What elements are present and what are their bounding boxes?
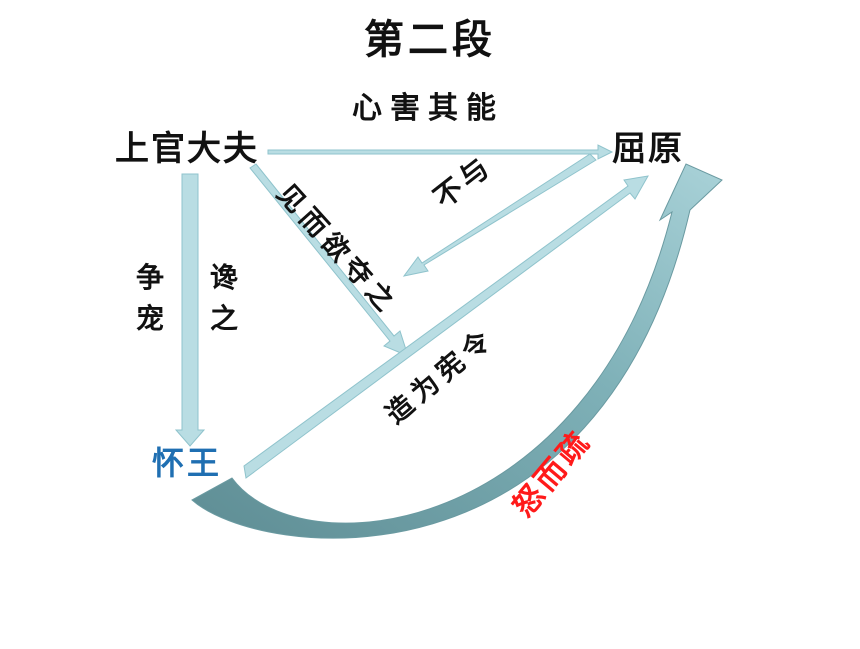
label-xinhai-qineng: 心害其能	[352, 91, 504, 126]
arrow-shangguan-to-huaiwang	[174, 173, 206, 447]
arrow-quyuan-refuse	[402, 153, 597, 277]
node-huai-wang: 怀王	[152, 444, 223, 482]
arrow-shangguan-to-quyuan	[267, 144, 614, 160]
label-chanzhi: 谗之	[210, 261, 239, 335]
node-shangguan-dafu: 上官大夫	[115, 129, 259, 169]
label-zhengchong: 争宠	[136, 261, 165, 335]
curved-arrow-nuer	[191, 163, 723, 539]
node-qu-yuan: 屈原	[612, 129, 684, 169]
page-title: 第二段	[364, 17, 496, 63]
arrow-shangguan-to-draft	[249, 163, 409, 357]
arrow-huaiwang-to-quyuan	[243, 175, 649, 479]
